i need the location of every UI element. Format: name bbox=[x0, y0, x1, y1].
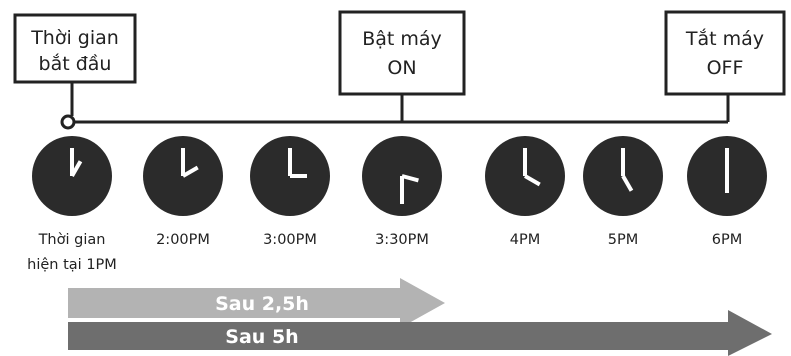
arrow-short-shape bbox=[68, 278, 445, 328]
arrow-long-label: Sau 5h bbox=[225, 326, 298, 348]
timeline-start-marker bbox=[60, 114, 76, 130]
clock-1: Thời gian hiện tại 1PM bbox=[27, 136, 117, 273]
clock-label-line: hiện tại 1PM bbox=[27, 257, 117, 273]
on-box-line2: ON bbox=[387, 57, 416, 79]
duration-arrow-short: Sau 2,5h bbox=[68, 278, 445, 328]
clock-2: 2:00PM bbox=[143, 136, 223, 248]
clock-hour-hand bbox=[181, 165, 199, 178]
on-box-line1: Bật máy bbox=[362, 28, 442, 50]
off-box-line2: OFF bbox=[707, 57, 744, 79]
start-box-frame bbox=[13, 13, 137, 84]
start-box-line1: Thời gian bbox=[30, 27, 119, 49]
clock-3: 3:00PM bbox=[250, 136, 330, 248]
clock-hour-hand bbox=[523, 174, 541, 187]
clock-label-line: Thời gian bbox=[38, 232, 106, 248]
clock-hour-hand bbox=[621, 174, 634, 192]
start-time-box: Thời gian bắt đầu bbox=[13, 13, 137, 84]
clock-label-line: 6PM bbox=[712, 232, 742, 248]
off-box-frame bbox=[664, 10, 786, 96]
arrow-short-label: Sau 2,5h bbox=[215, 293, 309, 315]
power-on-box: Bật máy ON bbox=[338, 10, 466, 96]
clock-7: 6PM bbox=[687, 136, 767, 248]
clock-label-line: 4PM bbox=[510, 232, 540, 248]
clocks-row: Thời gian hiện tại 1PM 2:00PM 3:00PM 3:30PM 4… bbox=[27, 136, 767, 273]
clock-label-line: 3:30PM bbox=[375, 232, 429, 248]
clock-label-line: 5PM bbox=[608, 232, 638, 248]
start-box-line2: bắt đầu bbox=[39, 52, 112, 75]
power-off-box: Tắt máy OFF bbox=[664, 10, 786, 96]
clock-4: 3:30PM bbox=[362, 136, 442, 248]
clock-hour-hand bbox=[401, 174, 419, 183]
clock-label-line: 2:00PM bbox=[156, 232, 210, 248]
clock-label-line: 3:00PM bbox=[263, 232, 317, 248]
duration-arrow-long: Sau 5h bbox=[68, 310, 772, 356]
clock-6: 5PM bbox=[583, 136, 663, 248]
off-box-line1: Tắt máy bbox=[685, 27, 764, 50]
clock-hour-hand bbox=[70, 160, 83, 178]
arrow-long-shape bbox=[68, 310, 772, 356]
on-box-frame bbox=[338, 10, 466, 96]
clock-5: 4PM bbox=[485, 136, 565, 248]
